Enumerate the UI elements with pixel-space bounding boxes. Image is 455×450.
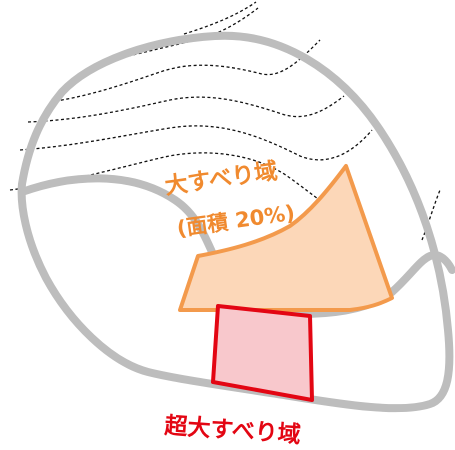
contour-line-2 xyxy=(19,125,373,161)
contour-line-4 xyxy=(49,39,321,103)
fault-outline-outer xyxy=(17,31,454,413)
contour-line-6 xyxy=(183,1,257,35)
large-slip-title: 大すべり域 xyxy=(163,157,279,200)
contour-line-3 xyxy=(27,95,345,123)
super-large-slip-title: 超大すべり域 xyxy=(164,412,302,448)
super-large-slip-zone xyxy=(211,304,314,402)
large-slip-zone xyxy=(178,164,394,312)
